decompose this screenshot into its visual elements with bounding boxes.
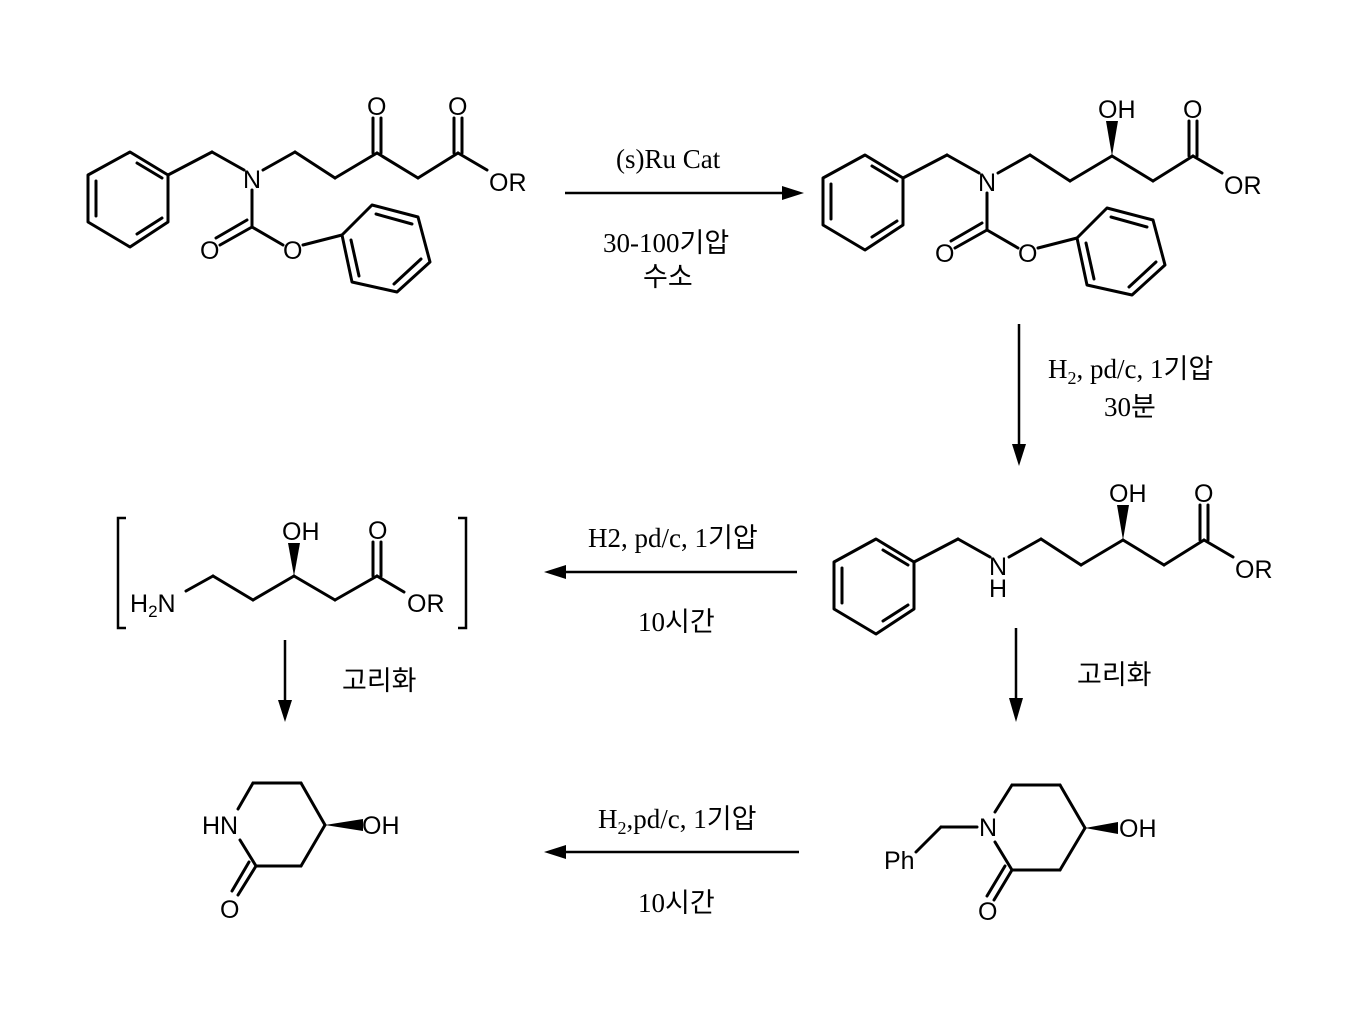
wedge-bond [325, 819, 363, 831]
arrow-4-label: 고리화 [342, 666, 417, 697]
benzene-ring [86, 150, 170, 249]
atom-oh: OH [1109, 480, 1147, 508]
atom-o-ether: O [283, 237, 302, 265]
wedge-bond [1085, 822, 1118, 834]
arrow-1: (s)Ru Cat 30-100기압 수소 [565, 144, 804, 293]
arrow-6-time: 10시간 [638, 888, 715, 918]
compound-5: OH HN O [202, 781, 400, 924]
compound-3: N H OH O OR [832, 480, 1273, 636]
arrow-2-conditions: H2, pd/c, 1기압 [1048, 354, 1213, 388]
atom-o-ester: O [1194, 480, 1213, 508]
compound-2: N OH O OR O O [821, 96, 1262, 297]
left-bracket [116, 516, 126, 630]
arrow-4: 고리화 [278, 640, 417, 722]
atom-or: OR [1235, 556, 1273, 584]
atom-n: N [989, 553, 1007, 581]
atom-o-ester: O [448, 93, 467, 121]
wedge-bond [1106, 121, 1118, 156]
atom-or: OR [1224, 172, 1262, 200]
arrow-2: H2, pd/c, 1기압 30분 [1012, 324, 1213, 466]
atom-n: N [243, 166, 261, 194]
arrow-5-label: 고리화 [1077, 660, 1152, 691]
atom-o-ketone: O [367, 93, 386, 121]
compound-4: H2N OH O OR [116, 516, 468, 630]
arrow-2-time: 30분 [1104, 392, 1156, 422]
compound-6: Ph N OH O [884, 783, 1157, 926]
arrow-3-time: 10시간 [638, 607, 715, 637]
right-bracket [458, 516, 468, 630]
atom-oh: OH [362, 812, 400, 840]
arrow-6-conditions: H2,pd/c, 1기압 [598, 804, 756, 838]
atom-o-carbonyl: O [935, 240, 954, 268]
atom-or: OR [489, 169, 527, 197]
arrow-1-catalyst: (s)Ru Cat [616, 144, 721, 174]
atom-o-ester: O [368, 517, 387, 545]
atom-oh: OH [1098, 96, 1136, 124]
atom-o: O [220, 896, 239, 924]
atom-oh: OH [282, 518, 320, 546]
atom-o-ether: O [1018, 240, 1037, 268]
atom-h2n: H2N [130, 590, 176, 621]
arrow-1-pressure: 30-100기압 [603, 228, 729, 258]
atom-o-carbonyl: O [200, 237, 219, 265]
atom-ph: Ph [884, 847, 915, 875]
arrow-5: 고리화 [1009, 628, 1152, 722]
atom-n: N [979, 814, 997, 842]
atom-oh: OH [1119, 815, 1157, 843]
phenyl-ring [340, 203, 432, 294]
atom-o: O [978, 898, 997, 926]
compound-1: N O O OR O O [86, 93, 527, 294]
arrow-3-conditions: H2, pd/c, 1기압 [588, 523, 758, 553]
atom-n: N [978, 169, 996, 197]
atom-o-ester: O [1183, 96, 1202, 124]
arrow-1-reagent: 수소 [643, 262, 693, 293]
arrow-3: H2, pd/c, 1기압 10시간 [544, 523, 797, 637]
atom-h: H [989, 575, 1007, 603]
arrow-6: H2,pd/c, 1기압 10시간 [544, 804, 799, 918]
atom-or: OR [407, 590, 445, 618]
atom-hn: HN [202, 812, 238, 840]
